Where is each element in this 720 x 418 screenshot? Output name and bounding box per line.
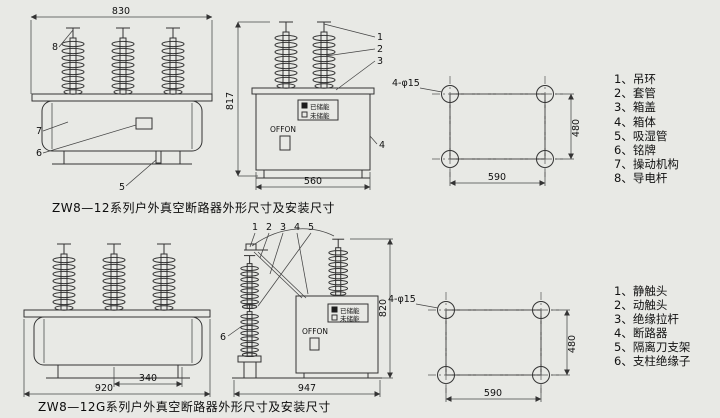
dim-920-group: 920 — [24, 319, 210, 397]
side-view-callouts: 1 2 3 4 5 6 — [220, 222, 314, 343]
bottom-front-view-drawing: 340 920 — [14, 243, 229, 397]
part-item: 5、吸湿管 — [614, 128, 668, 143]
part-item: 6、铭牌 — [614, 143, 656, 158]
indicator-panel — [328, 304, 368, 322]
dim-817: 817 — [225, 92, 236, 110]
tank-group — [24, 310, 210, 378]
panel-text-group: 已储能 未储能 OFFON — [270, 102, 330, 134]
callout-1: 1 — [377, 32, 383, 43]
front-view-callouts: 8 7 6 5 — [36, 30, 156, 193]
dim-820-group: 820 — [350, 239, 393, 378]
holes-label: 4-φ15 — [392, 78, 420, 89]
dim-590-group: 590 — [446, 385, 541, 402]
callout-7: 7 — [36, 126, 42, 137]
dim-590: 590 — [484, 388, 502, 399]
dim-817-group: 817 — [225, 22, 270, 176]
callout-4: 4 — [379, 140, 385, 151]
bushings-group — [52, 243, 176, 311]
dim-947: 947 — [298, 383, 316, 394]
dim-560-group: 560 — [256, 172, 370, 190]
indicator-panel — [298, 100, 338, 120]
bottom-mounting-drawing: 4-φ15 590 480 — [388, 291, 578, 402]
top-mounting-drawing: 4-φ15 590 480 — [392, 75, 582, 186]
dim-830: 830 — [112, 6, 130, 17]
dim-560: 560 — [304, 176, 322, 187]
panel-offon-label: OFFON — [270, 125, 296, 134]
callout-6: 6 — [36, 148, 42, 159]
part-item: 1、吊环 — [614, 72, 656, 86]
top-side-view-drawing: 817 已储能 未储能 OFFON 1 2 3 — [225, 21, 385, 190]
disconnector-group — [238, 229, 334, 378]
callout-3: 3 — [377, 56, 383, 67]
nameplate — [136, 118, 152, 129]
callout-1: 1 — [252, 222, 258, 233]
panel-offon-label: OFFON — [302, 327, 328, 336]
callout-5: 5 — [119, 182, 125, 193]
dim-920: 920 — [95, 383, 113, 394]
callout-5: 5 — [308, 222, 314, 233]
callout-2: 2 — [266, 222, 272, 233]
panel-charged-label: 已储能 — [340, 306, 360, 315]
dim-590-group: 590 — [450, 169, 545, 186]
dim-820: 820 — [378, 299, 389, 317]
breaker-group — [232, 238, 382, 378]
panel-text-group: 已储能 未储能 OFFON — [302, 306, 360, 336]
panel-charged-label: 已储能 — [310, 102, 330, 111]
part-item: 3、箱盖 — [614, 100, 656, 115]
dim-340-group: 340 — [114, 367, 182, 387]
panel-uncharged-label: 未储能 — [340, 314, 360, 323]
dim-947-group: 947 — [234, 380, 380, 397]
dim-480: 480 — [571, 119, 582, 137]
bottom-caption: ZW8—12G系列户外真空断路器外形尺寸及安装尺寸 — [38, 400, 331, 414]
moisture-tube — [156, 151, 161, 163]
bushings-group — [61, 27, 185, 95]
dim-590: 590 — [488, 172, 506, 183]
part-item: 8、导电杆 — [614, 171, 668, 186]
operating-handle — [310, 338, 319, 350]
operating-handle — [280, 136, 290, 150]
dim-480-group: 480 — [555, 94, 582, 159]
dim-480-group: 480 — [551, 310, 578, 375]
part-item: 2、动触头 — [614, 298, 668, 312]
part-item: 6、支柱绝缘子 — [614, 354, 691, 368]
bottom-parts-list: 1、静触头 2、动触头 3、绝缘拉杆 4、断路器 5、隔离刀支架 6、支柱绝缘子 — [614, 284, 690, 368]
dim-830-group: 830 — [31, 6, 212, 94]
part-item: 7、操动机构 — [614, 157, 679, 172]
bottom-side-view-drawing: 1 2 3 4 5 6 — [220, 222, 393, 397]
dim-340: 340 — [139, 373, 157, 384]
callout-4: 4 — [294, 222, 300, 233]
top-caption: ZW8—12系列户外真空断路器外形尺寸及安装尺寸 — [52, 201, 335, 215]
part-item: 5、隔离刀支架 — [614, 340, 691, 354]
callout-3: 3 — [280, 222, 286, 233]
callout-8: 8 — [52, 42, 58, 53]
side-box-group — [252, 88, 374, 178]
part-item: 3、绝缘拉杆 — [614, 312, 679, 326]
top-front-view-drawing: 830 8 7 6 5 — [16, 6, 228, 193]
side-bushings-group — [274, 21, 336, 89]
panel-uncharged-label: 未储能 — [310, 111, 330, 120]
part-item: 1、静触头 — [614, 284, 668, 298]
part-item: 4、箱体 — [614, 114, 656, 129]
part-item: 4、断路器 — [614, 326, 668, 340]
holes-label: 4-φ15 — [388, 294, 416, 305]
top-parts-list: 1、吊环 2、套管 3、箱盖 4、箱体 5、吸湿管 6、铭牌 7、操动机构 8、… — [614, 72, 679, 186]
callout-2: 2 — [377, 44, 383, 55]
tank-group — [32, 94, 212, 164]
callout-6: 6 — [220, 332, 226, 343]
part-item: 2、套管 — [614, 86, 656, 101]
side-view-callouts: 1 2 3 4 — [324, 24, 385, 151]
dim-480: 480 — [567, 335, 578, 353]
